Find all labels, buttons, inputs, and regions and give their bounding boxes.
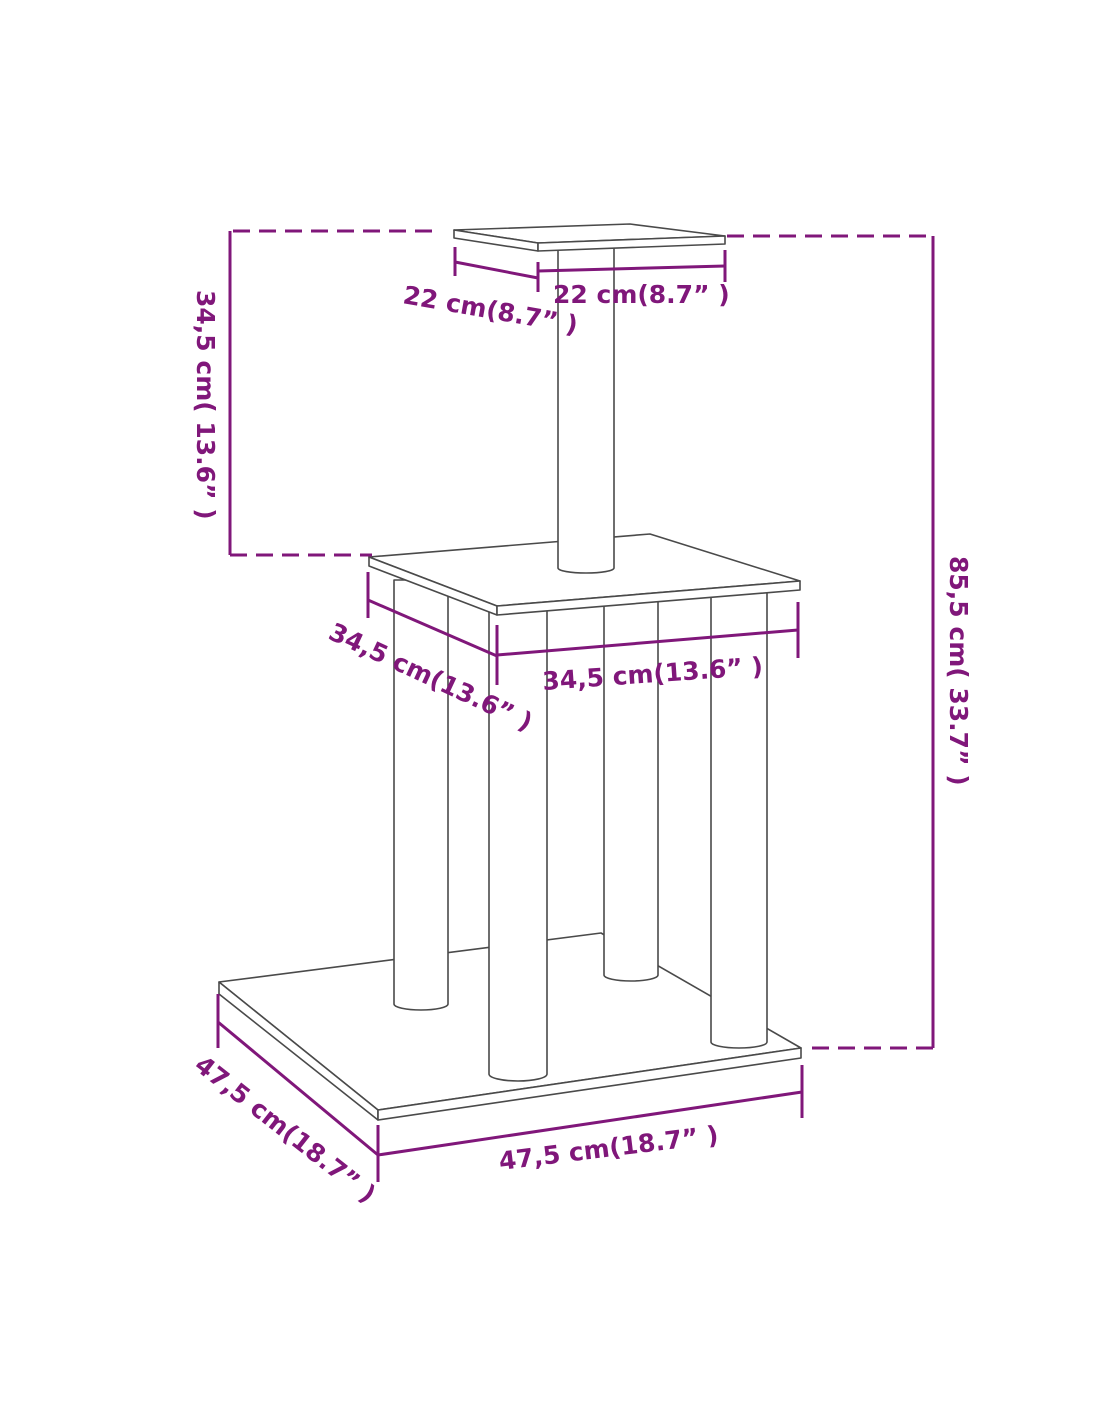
post-back-right xyxy=(603,579,659,982)
label-base-width: 47,5 cm(18.7” ) xyxy=(497,1120,720,1176)
label-top-width: 22 cm(8.7” ) xyxy=(553,280,730,309)
post-front-right xyxy=(710,584,768,1049)
dim-total-height xyxy=(727,234,935,1050)
post-top xyxy=(557,245,615,574)
label-total-height: 85,5 cm( 33.7” ) xyxy=(944,556,973,786)
post-back-left xyxy=(393,579,449,1011)
dim-top-width xyxy=(537,250,727,282)
dim-top-depth xyxy=(453,247,540,292)
post-front-left xyxy=(488,604,548,1082)
dim-base-width xyxy=(377,1065,804,1157)
dim-mid-width xyxy=(496,602,800,658)
top-platform xyxy=(453,223,726,252)
label-top-post-height: 34,5 cm( 13.6” ) xyxy=(191,290,220,520)
dim-top-post-height xyxy=(228,229,432,557)
